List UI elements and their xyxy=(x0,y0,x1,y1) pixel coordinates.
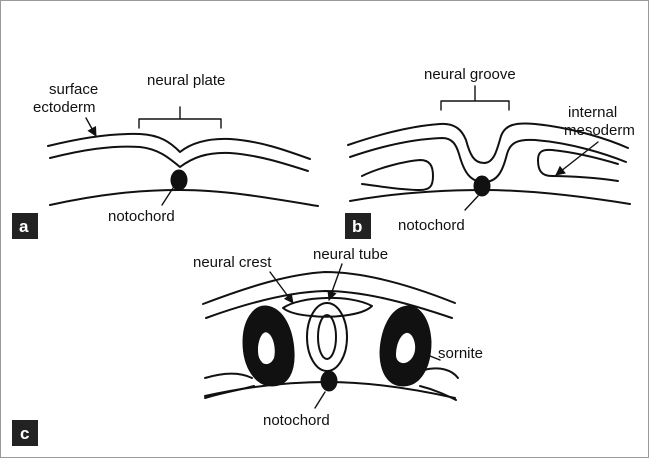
panel-b-neural-groove-bracket xyxy=(441,86,509,110)
panel-a-letter: a xyxy=(19,217,29,236)
panel-a-ectoderm-outer xyxy=(48,134,310,159)
panel-b: neural groove internal mesoderm notochor… xyxy=(345,66,635,239)
panel-b-letter: b xyxy=(352,217,362,236)
panel-c: neural crest neural tube sornite notocho… xyxy=(12,246,483,446)
panel-a: surface ectoderm neural plate notochord … xyxy=(12,72,318,239)
panel-c-letter: c xyxy=(20,424,29,443)
label-surface-ectoderm-line1: surface xyxy=(49,81,98,98)
panel-b-lower-line xyxy=(350,190,630,204)
panel-c-notochord-shape xyxy=(321,371,337,391)
label-surface-ectoderm-line2: ectoderm xyxy=(33,99,96,116)
label-notochord-a: notochord xyxy=(108,208,175,225)
panel-b-ectoderm-inner xyxy=(350,138,626,182)
panel-a-lower-line xyxy=(50,190,318,206)
panel-c-notochord-pointer xyxy=(315,392,325,408)
panel-b-notochord-shape xyxy=(474,176,490,196)
panel-c-neural-tube-outer xyxy=(307,303,347,371)
label-sornite: sornite xyxy=(438,345,483,362)
panel-c-neural-crest-shape xyxy=(283,298,372,317)
label-internal-mesoderm-line2: mesoderm xyxy=(564,122,635,139)
label-neural-tube: neural tube xyxy=(313,246,388,263)
label-neural-groove: neural groove xyxy=(424,66,516,83)
panel-b-notochord-pointer xyxy=(465,196,478,210)
panel-c-neural-tube-inner xyxy=(318,315,336,359)
panel-c-mesoderm-left-upper xyxy=(205,374,252,379)
label-internal-mesoderm-line1: internal xyxy=(568,104,617,121)
panel-c-neural-tube-pointer xyxy=(329,264,342,300)
panel-c-mesoderm-right-upper xyxy=(424,368,458,378)
label-neural-crest: neural crest xyxy=(193,254,272,271)
label-notochord-c: notochord xyxy=(263,412,330,429)
panel-b-mesoderm-left xyxy=(362,160,433,190)
panel-a-neural-plate-bracket xyxy=(139,107,221,128)
panel-a-ectoderm-pointer xyxy=(86,118,96,136)
panel-a-notochord-shape xyxy=(171,170,187,190)
label-notochord-b: notochord xyxy=(398,217,465,234)
label-neural-plate: neural plate xyxy=(147,72,225,89)
